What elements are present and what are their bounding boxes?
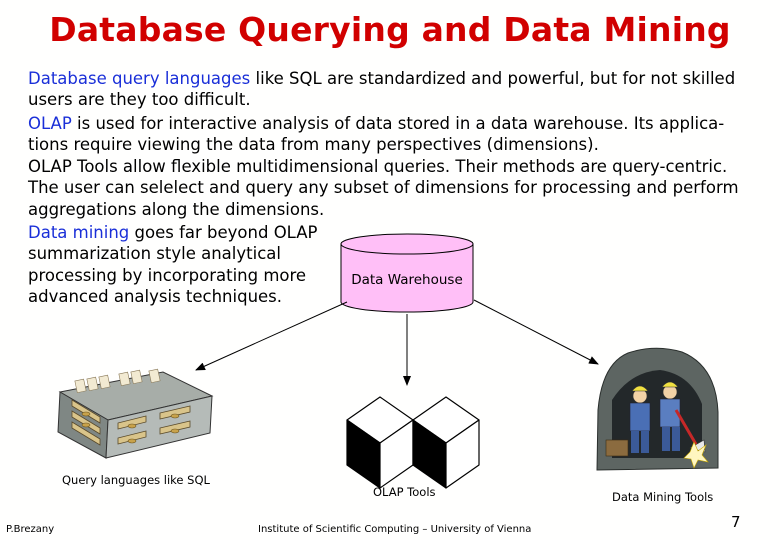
text-line: is used for interactive analysis of data… bbox=[71, 114, 725, 133]
paragraph-data-mining: Data mining goes far beyond OLAP summariz… bbox=[28, 222, 318, 308]
slide-title: Database Querying and Data Mining bbox=[49, 10, 731, 49]
footer-author: P.Brezany bbox=[6, 524, 55, 535]
highlight-olap: OLAP bbox=[28, 114, 72, 133]
highlight-query-languages: Database query languages bbox=[28, 69, 251, 88]
paragraph-olap: OLAP is used for interactive analysis of… bbox=[28, 113, 724, 156]
text-line: The user can selelect and query any subs… bbox=[28, 178, 739, 198]
footer-institute: Institute of Scientific Computing – Univ… bbox=[258, 524, 532, 535]
text-line: processing by incorporating more bbox=[28, 265, 307, 285]
data-warehouse-icon bbox=[340, 233, 474, 313]
caption-query-languages: Query languages like SQL bbox=[62, 473, 210, 487]
highlight-data-mining: Data mining bbox=[28, 223, 130, 242]
paragraph-olap-tools: OLAP Tools allow flexible multidimension… bbox=[28, 156, 739, 220]
arrow-to-mining bbox=[473, 299, 599, 365]
data-mining-miners-icon bbox=[596, 347, 719, 471]
olap-cubes-icon bbox=[346, 396, 480, 489]
filing-cabinet-icon bbox=[57, 368, 214, 459]
text-line: aggregations along the dimensions. bbox=[28, 199, 325, 219]
text-line: goes far beyond OLAP bbox=[129, 223, 318, 242]
text-line: users are they too difficult. bbox=[28, 90, 251, 110]
data-warehouse-label: Data Warehouse bbox=[351, 272, 463, 288]
caption-olap-tools: OLAP Tools bbox=[373, 485, 436, 499]
paragraph-query-languages: Database query languages like SQL are st… bbox=[28, 68, 735, 111]
page-number: 7 bbox=[731, 513, 741, 531]
text-line: advanced analysis techniques. bbox=[28, 287, 283, 307]
text-line: tions require viewing the data from many… bbox=[28, 135, 599, 155]
arrow-to-query bbox=[195, 301, 348, 371]
text-line: OLAP Tools allow flexible multidimension… bbox=[28, 157, 728, 176]
text-line: summarization style analytical bbox=[28, 244, 281, 264]
caption-data-mining-tools: Data Mining Tools bbox=[612, 490, 714, 504]
text-line: like SQL are standardized and powerful, … bbox=[250, 69, 736, 88]
